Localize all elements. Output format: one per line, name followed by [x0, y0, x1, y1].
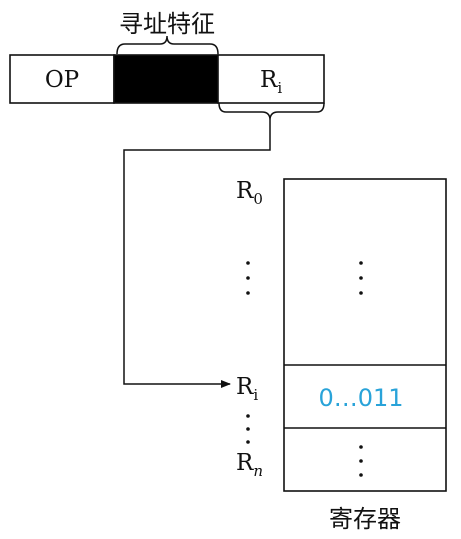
register-label-rn: Rn — [236, 450, 263, 480]
register-field-brace — [218, 102, 325, 121]
instruction-word: OP Ri — [9, 54, 325, 104]
register-file-upper-ellipsis — [359, 261, 363, 295]
op-field — [9, 54, 115, 104]
register-ri-value: 0…011 — [318, 384, 403, 412]
register-label-ri: Ri — [236, 374, 258, 404]
register-label-rn-sub: n — [253, 462, 263, 480]
register-label-r0-base: R — [236, 178, 254, 204]
register-file-lower-ellipsis — [359, 445, 363, 477]
addressing-feature-brace — [116, 35, 219, 55]
register-field — [217, 54, 325, 104]
register-field-label: Ri — [260, 67, 282, 97]
register-label-r0-sub: 0 — [253, 190, 263, 208]
addressing-feature-label: 寻址特征 — [119, 10, 215, 38]
op-field-label: OP — [45, 67, 79, 93]
register-label-ri-base: R — [236, 374, 254, 400]
register-field-label-base: R — [260, 67, 278, 93]
register-file-caption: 寄存器 — [329, 505, 401, 533]
register-label-upper-ellipsis — [246, 261, 250, 295]
register-label-lower-ellipsis — [246, 414, 250, 444]
register-file: 0…011 — [283, 178, 447, 492]
register-file-body — [283, 178, 447, 492]
addressing-feature-field — [113, 54, 219, 104]
register-label-r0: R0 — [236, 178, 263, 208]
register-label-rn-base: R — [236, 450, 254, 476]
register-label-ri-sub: i — [253, 386, 258, 404]
register-field-label-sub: i — [277, 79, 282, 97]
register-pointer-arrow — [123, 120, 271, 388]
